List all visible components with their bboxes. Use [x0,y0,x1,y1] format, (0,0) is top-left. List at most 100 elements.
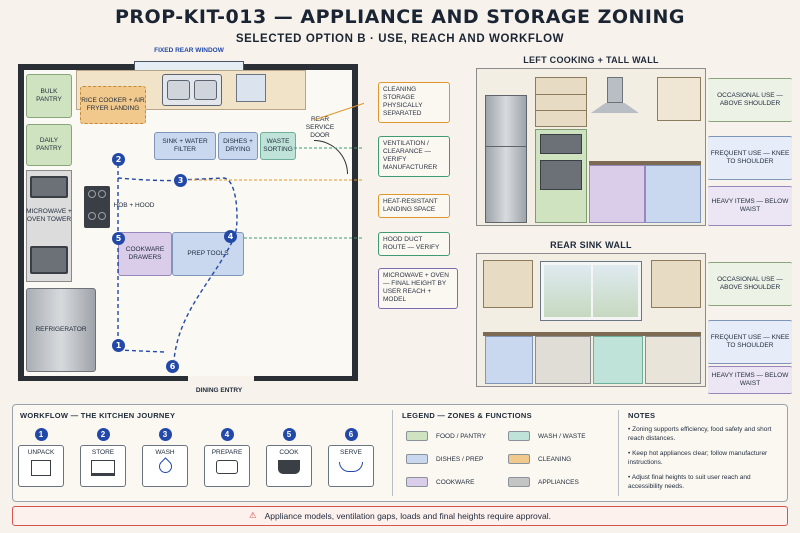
elevation-left [476,68,706,226]
workflow-step-5-num: 5 [282,428,296,441]
workflow-step-2-num: 2 [96,428,110,441]
waste-bins-icon [593,336,643,384]
tag-left-frequent-text: FREQUENT USE — KNEE TO SHOULDER [710,149,790,165]
workflow-step-1-label: UNPACK [27,449,55,456]
note-1-text: Zoning supports efficiency, food safety … [628,426,772,442]
dishes-drying: DISHES + DRYING [218,132,258,160]
workflow-step-6-card: SERVE [328,445,374,487]
prep-drawer-base [645,165,701,223]
notes-divider [618,410,619,496]
rice-cooker-landing: RICE COOKER + AIR FRYER LANDING [80,86,146,124]
workflow-step-4-label: PREPARE [211,449,243,456]
legend-cookware: COOKWARE [406,477,474,487]
daily-pantry: DAILY PANTRY [26,124,72,166]
dishwasher-icon [485,336,533,384]
cutting-board-icon [216,460,238,474]
tall-cabinet [535,129,587,223]
sink-counter [483,332,701,336]
tag-rear-heavy-text: HEAVY ITEMS — BELOW WAIST [711,371,789,387]
range-hood-canopy [591,103,639,113]
tag-rear-frequent: FREQUENT USE — KNEE TO SHOULDER [708,320,792,364]
workflow-step-1-num: 1 [34,428,48,441]
route-badge-5: 5 [112,232,125,245]
refrigerator-label: REFRIGERATOR [35,326,87,334]
sink-water-filter: SINK + WATER FILTER [154,132,216,160]
pantry-shelves [535,77,587,127]
dining-entry-label: DINING ENTRY [195,387,243,394]
elevation-rear [476,253,706,387]
box-icon [31,460,51,476]
shelf-icon [91,460,115,476]
tag-left-occasional: OCCASIONAL USE — ABOVE SHOULDER [708,78,792,122]
cleaning-cabinet [645,336,701,384]
route-badge-2: 2 [112,153,125,166]
tag-rear-frequent-text: FREQUENT USE — KNEE TO SHOULDER [710,333,790,349]
elevation-rear-title: REAR SINK WALL [550,240,632,250]
callout-microwave-text: MICROWAVE + OVEN — FINAL HEIGHT BY USER … [383,272,449,304]
tag-rear-heavy: HEAVY ITEMS — BELOW WAIST [708,366,792,394]
legend-heading: LEGEND — ZONES & FUNCTIONS [402,411,532,420]
note-3-text: Adjust final heights to suit user reach … [628,474,751,490]
waste-sorting: WASTE SORTING [260,132,296,160]
workflow-step-3-card: WASH [142,445,188,487]
rear-service-door-label: REAR SERVICE DOOR [305,116,335,139]
plan-wall-bottom-right [254,376,358,381]
route-badge-6: 6 [166,360,179,373]
warning-icon: ⚠ [249,511,257,521]
tag-left-heavy-text: HEAVY ITEMS — BELOW WAIST [711,197,789,213]
bulk-pantry-label: BULK PANTRY [36,88,62,103]
callout-cleaning-text: CLEANING STORAGE PHYSICALLY SEPARATED [383,86,423,118]
workflow-step-1-card: UNPACK [18,445,64,487]
legend-swatch-cookware [406,477,428,487]
route-badge-3: 3 [174,174,187,187]
elevation-left-title: LEFT COOKING + TALL WALL [523,55,659,65]
waste-sorting-label: WASTE SORTING [263,138,293,153]
oven-icon [30,246,68,274]
pot-icon [278,460,300,474]
tag-left-frequent: FREQUENT USE — KNEE TO SHOULDER [708,136,792,180]
dishes-drying-label: DISHES + DRYING [223,138,253,153]
rear-window-elevation [540,261,642,321]
tag-rear-occasional: OCCASIONAL USE — ABOVE SHOULDER [708,262,792,306]
legend-dishes-prep: DISHES / PREP [406,454,483,464]
floor-plan: FIXED REAR WINDOW BULK PANTRY DAILY PANT… [14,47,364,394]
tag-left-occasional-text: OCCASIONAL USE — ABOVE SHOULDER [717,91,783,107]
bulk-pantry: BULK PANTRY [26,74,72,118]
sink-base-cabinet [535,336,591,384]
callout-cleaning-storage: CLEANING STORAGE PHYSICALLY SEPARATED [378,82,450,123]
daily-pantry-label: DAILY PANTRY [36,137,62,152]
microwave-tower-label: MICROWAVE + OVEN TOWER [26,208,72,223]
workflow-step-5-card: COOK [266,445,312,487]
legend-divider [392,410,393,496]
page-subtitle: SELECTED OPTION B · USE, REACH AND WORKF… [235,33,565,45]
note-2-text: Keep hot appliances clear; follow manufa… [628,450,768,466]
rice-cooker-label: RICE COOKER + AIR FRYER LANDING [81,97,145,112]
legend-food-label: FOOD / PANTRY [436,432,486,440]
callout-heat-resistant: HEAT-RESISTANT LANDING SPACE [378,194,450,219]
workflow-step-2-card: STORE [80,445,126,487]
workflow-step-6-label: SERVE [340,449,362,456]
callout-hood-duct: HOOD DUCT ROUTE — VERIFY [378,232,450,257]
legend-wash-waste: WASH / WASTE [508,431,586,441]
prep-tools-label: PREP TOOLS [187,250,229,258]
rear-open-shelves-left [483,260,533,308]
route-badge-1: 1 [112,339,125,352]
warning-text: Appliance models, ventilation gaps, load… [264,511,551,521]
bottom-panel [12,404,788,502]
callout-microwave-height: MICROWAVE + OVEN — FINAL HEIGHT BY USER … [378,268,458,309]
workflow-step-3-label: WASH [155,449,175,456]
note-2: • Keep hot appliances clear; follow manu… [628,450,768,466]
hob-icon [84,186,110,228]
tall-fridge-icon [485,95,527,223]
cooking-counter [589,161,701,165]
legend-appliances-label: APPLIANCES [538,478,579,486]
legend-wash-label: WASH / WASTE [538,432,586,440]
page-title: PROP-KIT-013 — APPLIANCE AND STORAGE ZON… [114,6,685,28]
plan-wall-right [352,64,358,380]
legend-swatch-dishes [406,454,428,464]
